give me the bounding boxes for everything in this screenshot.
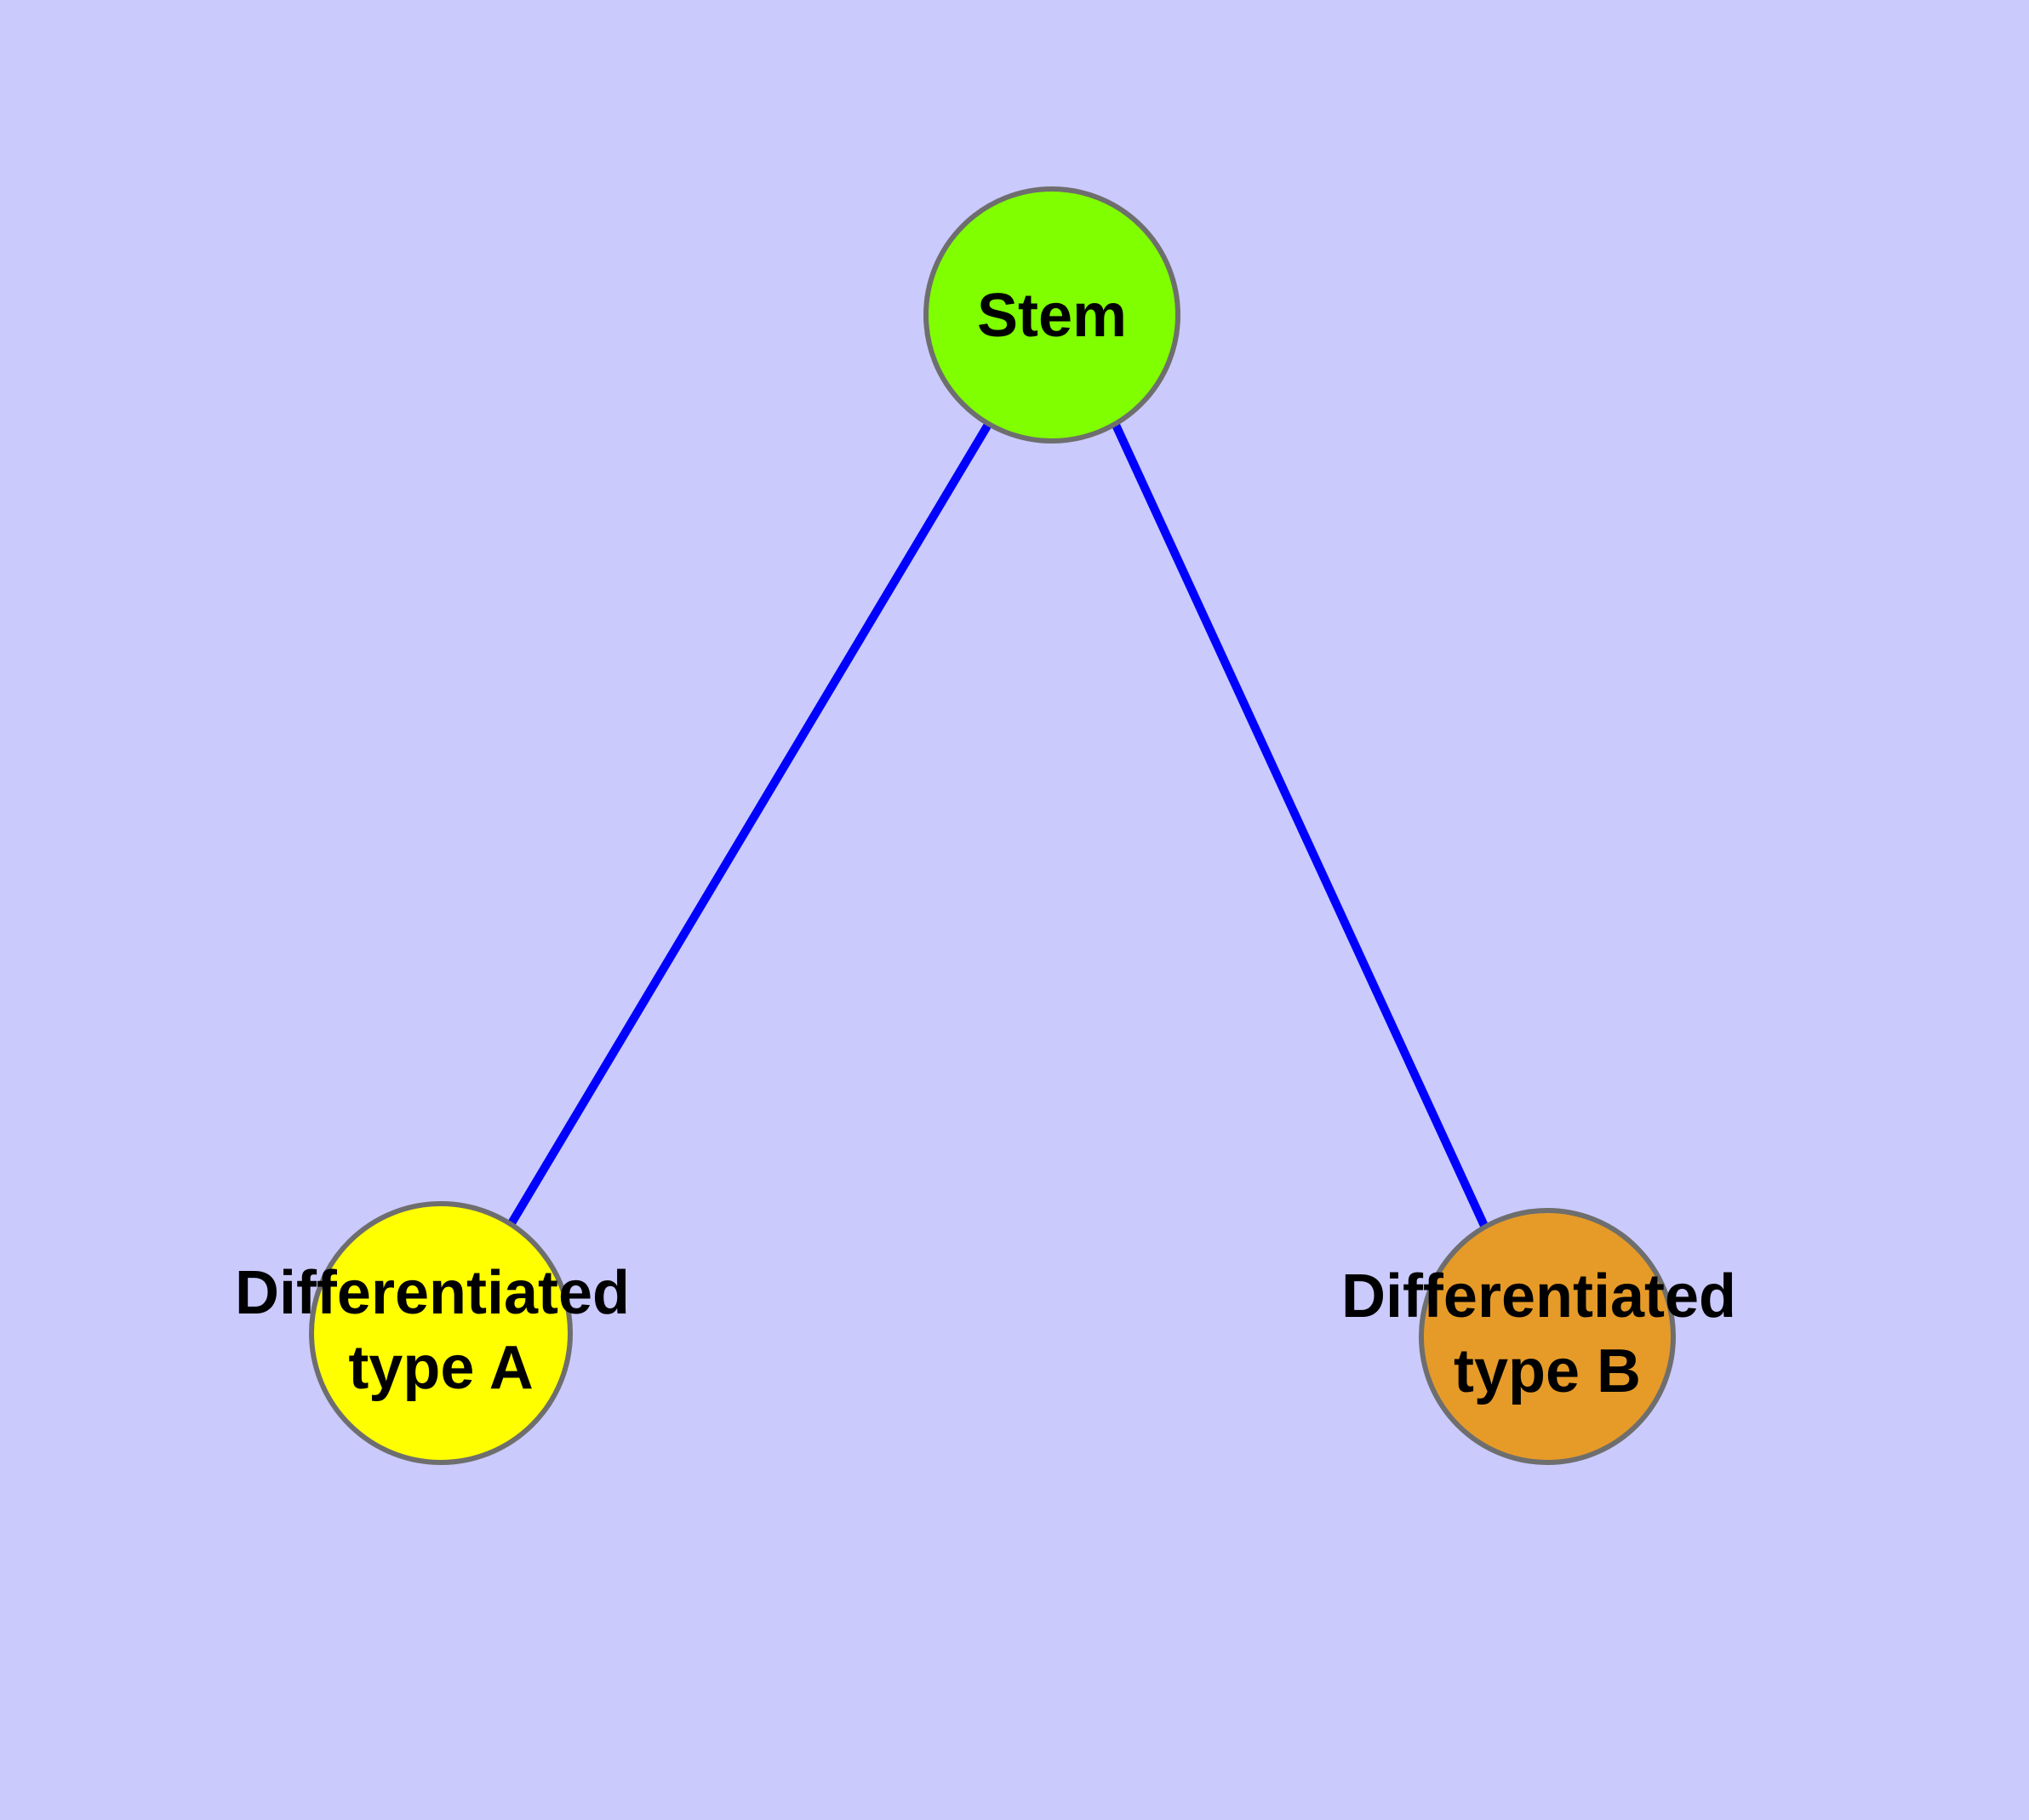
edge-stem-to-diff-b[interactable] — [1111, 421, 1489, 1228]
node-diff-b-label: Differentiated type B — [1341, 1262, 1753, 1405]
node-diff-a-label: Differentiated type A — [235, 1259, 647, 1402]
node-diff-b-label-line-1: Differentiated — [1341, 1262, 1736, 1331]
node-diff-a-label-line-2: type A — [348, 1334, 533, 1402]
edge-stem-to-diff-a[interactable] — [507, 421, 993, 1226]
node-diff-b-label-line-2: type B — [1454, 1337, 1641, 1405]
node-stem-label: Stem — [977, 282, 1127, 350]
node-diff-a[interactable]: Differentiated type A — [235, 1201, 647, 1465]
node-stem-circle[interactable] — [923, 186, 1180, 444]
node-diff-b[interactable]: Differentiated type B — [1341, 1208, 1753, 1465]
node-diff-a-label-line-1: Differentiated — [235, 1259, 630, 1327]
node-stem[interactable]: Stem — [923, 186, 1180, 444]
node-diff-b-circle[interactable] — [1419, 1208, 1676, 1465]
edge-layer — [507, 421, 1489, 1228]
node-layer: Stem Differentiated type A Differentiate… — [235, 186, 1753, 1465]
node-diff-a-circle[interactable] — [309, 1201, 573, 1465]
